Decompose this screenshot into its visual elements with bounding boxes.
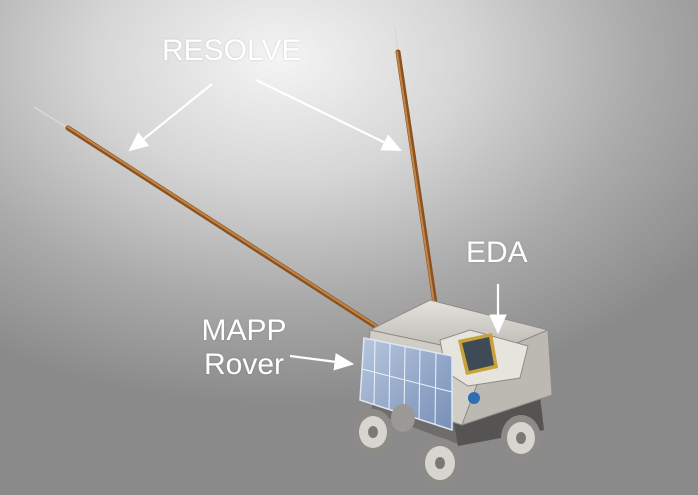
- arrow-resolve-left: [128, 83, 213, 152]
- solar-panel: [359, 337, 453, 432]
- eda-instrument: [439, 329, 529, 404]
- mapp-label-line2: Rover: [203, 348, 285, 381]
- rover-wheel: [418, 438, 462, 488]
- mapp-rover: [353, 299, 553, 488]
- rover-wheel: [353, 409, 393, 455]
- eda-label: EDA: [466, 236, 528, 269]
- rover-wheel: [501, 415, 541, 461]
- arrow-resolve-right: [255, 79, 402, 151]
- mapp-label-line1: MAPP: [201, 314, 287, 347]
- rover-wheel: [391, 404, 415, 432]
- resolve-antenna-left: [33, 106, 381, 331]
- arrow-mapp-rover: [289, 353, 355, 371]
- resolve-label: RESOLVE: [162, 34, 302, 67]
- resolve-antenna-right: [394, 27, 439, 313]
- mapp-rover-label: MAPP Rover: [188, 314, 300, 382]
